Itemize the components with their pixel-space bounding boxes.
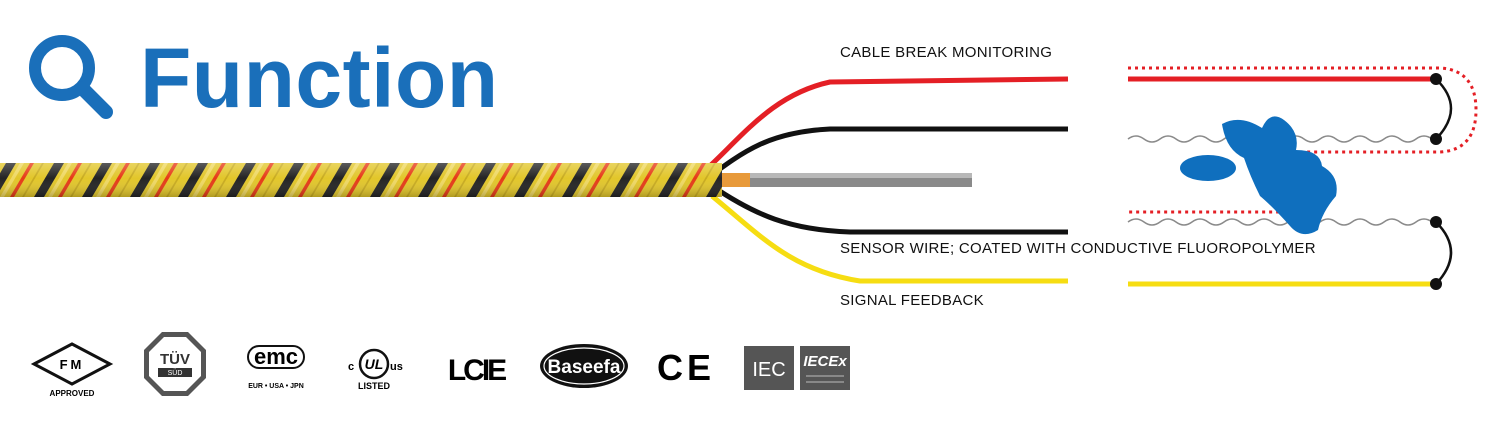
ul-c: c (348, 361, 354, 373)
certification-logos: FM APPROVED TÜV SÜD emc EUR • USA • JPN … (30, 332, 850, 398)
title-block: Function (24, 28, 499, 128)
iecex-logo: IECEx (800, 346, 850, 390)
page-title: Function (140, 31, 499, 125)
black-wire-upper-fanout (703, 126, 1068, 183)
cable-break-label: CABLE BREAK MONITORING (840, 44, 1053, 61)
signal-feedback-label: SIGNAL FEEDBACK (840, 292, 984, 309)
ul-mark: UL (365, 356, 384, 372)
cable-diagram (0, 66, 1478, 290)
node (1430, 216, 1442, 228)
emc-caption: EUR • USA • JPN (248, 383, 304, 390)
red-dotted-outline-top (1128, 66, 1478, 214)
black-wire-lower-fanout (710, 183, 1068, 235)
baseefa-logo: Baseefa (540, 344, 628, 388)
ce-logo: CE (657, 347, 715, 388)
yellow-wire-fanout (710, 194, 1068, 284)
emc-mark: emc (254, 344, 298, 369)
tuv-mark: TÜV (160, 351, 190, 368)
ul-listed-logo: c UL us LISTED (348, 348, 403, 391)
baseefa-mark: Baseefa (548, 357, 621, 378)
ce-mark: CE (657, 347, 715, 388)
sensor-wave-lower (1127, 218, 1439, 226)
ul-caption: LISTED (358, 381, 391, 391)
liquid-droplet (1180, 155, 1236, 181)
sensor-wire-label: SENSOR WIRE; COATED WITH CONDUCTIVE FLUO… (840, 240, 1316, 257)
lcie-mark: LCIE (448, 354, 506, 387)
magnifier-icon (29, 35, 113, 119)
tuv-logo: TÜV SÜD (144, 332, 206, 396)
loop-lower (1435, 221, 1453, 285)
orange-core (722, 173, 752, 187)
fm-approved-logo: FM APPROVED (30, 342, 114, 398)
liquid-puddle (1222, 116, 1337, 235)
ul-us: us (390, 361, 403, 373)
loop-upper (1435, 78, 1453, 140)
fm-caption: APPROVED (50, 389, 95, 398)
node (1430, 278, 1442, 290)
iec-mark: IEC (752, 359, 785, 381)
node (1430, 133, 1442, 145)
fm-mark: FM (60, 357, 85, 372)
lcie-logo: LCIE (448, 354, 509, 387)
red-wire-fanout (698, 76, 1069, 177)
iec-logo: IEC (744, 346, 794, 390)
node (1430, 73, 1442, 85)
emc-logo: emc EUR • USA • JPN (247, 344, 305, 390)
tuv-sub: SÜD (168, 369, 183, 377)
iecex-mark: IECEx (803, 353, 847, 370)
